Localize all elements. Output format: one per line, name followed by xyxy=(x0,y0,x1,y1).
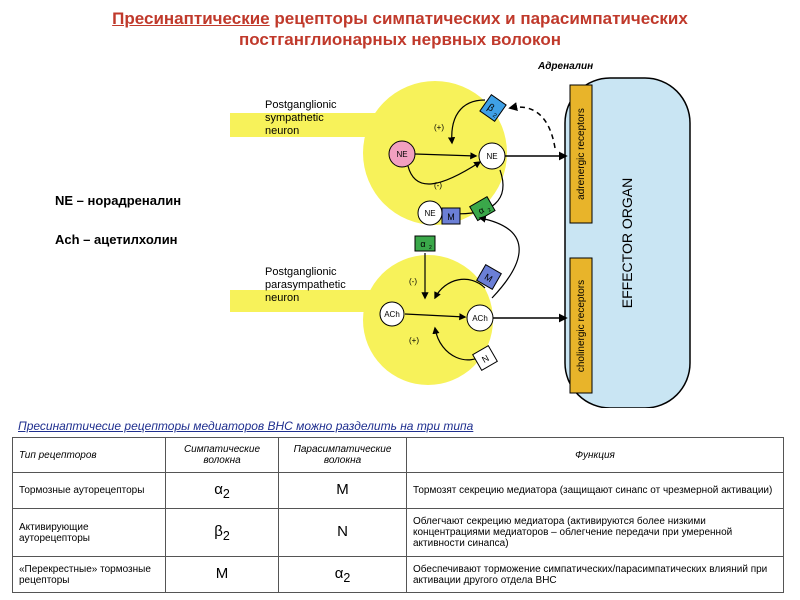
header-type: Тип рецепторов xyxy=(12,437,166,473)
ach-vesicle-label: ACh xyxy=(384,310,400,319)
legend-ne: NE – норадреналин xyxy=(55,193,182,208)
sympathetic-neuron xyxy=(363,81,507,225)
row-para: M xyxy=(278,472,407,509)
para-neuron-label-2: parasympathetic xyxy=(265,279,346,291)
svg-text:N: N xyxy=(480,353,491,365)
table-row: «Перекрестные» тормозные рецепторы M α2 … xyxy=(12,556,784,593)
beta2-receptor: β 2 xyxy=(479,93,507,123)
n-receptor-para: N xyxy=(472,345,498,371)
row-type: Тормозные ауторецепторы xyxy=(12,472,166,509)
plus-sign-sym: (+) xyxy=(434,123,444,132)
header-function: Функция xyxy=(406,437,784,473)
sym-neuron-label-1: Postganglionic xyxy=(265,99,337,111)
table-row: Тормозные ауторецепторы α2 M Тормозят се… xyxy=(12,472,784,509)
table-header-row: Тип рецепторов Симпатические волокна Пар… xyxy=(12,437,784,473)
ne-cross-label: NE xyxy=(424,209,435,218)
ach-release-label: ACh xyxy=(472,314,488,323)
title-underlined: Пресинаптические xyxy=(112,9,270,28)
title-line2: постганглионарных нервных волокон xyxy=(239,30,561,49)
parasympathetic-axon xyxy=(230,290,385,312)
row-type: Активирующие ауторецепторы xyxy=(12,508,166,557)
cholinergic-receptors-strip xyxy=(569,257,593,394)
ach-vesicle xyxy=(379,301,405,327)
page-title: Пресинаптические рецепторы симпатических… xyxy=(0,8,800,50)
row-function: Облегчают секрецию медиатора (активируют… xyxy=(406,508,784,557)
svg-text:2: 2 xyxy=(487,207,493,214)
legend-ach: Ach – ацетилхолин xyxy=(55,232,178,247)
effector-organ-label: EFFECTOR ORGAN xyxy=(619,178,635,308)
minus-sign-sym: (-) xyxy=(434,181,442,190)
svg-text:β: β xyxy=(485,102,496,114)
svg-text:α: α xyxy=(420,239,425,249)
adrenalin-label: Адреналин xyxy=(537,61,593,72)
sym-neuron-label-3: neuron xyxy=(265,125,299,137)
alpha2-receptor-sym: α 2 xyxy=(469,196,496,222)
svg-text:2: 2 xyxy=(429,245,432,251)
table-row: Активирующие ауторецепторы β2 N Облегчаю… xyxy=(12,508,784,557)
minus-sign-para: (-) xyxy=(409,277,417,286)
m-receptor-para: M xyxy=(476,264,502,290)
ne-vesicle-label: NE xyxy=(396,150,407,159)
cholinergic-label: cholinergic receptors xyxy=(576,280,587,372)
alpha2-receptor-para xyxy=(414,235,436,252)
m-receptor-sym xyxy=(441,207,461,225)
title-line1: рецепторы симпатических и парасимпатичес… xyxy=(269,9,688,28)
table-caption: Пресинаптичесие рецепторы медиаторов ВНС… xyxy=(18,419,474,433)
sympathetic-axon xyxy=(230,113,390,137)
receptor-table: Тип рецепторов Симпатические волокна Пар… xyxy=(12,437,784,593)
synapse-diagram: EFFECTOR ORGAN adrenergic receptors chol… xyxy=(230,61,691,408)
svg-text:M: M xyxy=(483,272,494,284)
parasympathetic-neuron xyxy=(363,255,493,385)
svg-text:α: α xyxy=(476,205,486,216)
ne-release-label: NE xyxy=(486,152,497,161)
row-symp: M xyxy=(165,556,279,593)
header-symp: Симпатические волокна xyxy=(165,437,279,473)
row-function: Обеспечивают торможение симпатических/па… xyxy=(406,556,784,593)
sym-neuron-label-2: sympathetic xyxy=(265,112,324,124)
para-neuron-label-1: Postganglionic xyxy=(265,266,337,278)
row-symp: α2 xyxy=(165,472,279,509)
row-symp: β2 xyxy=(165,508,279,557)
row-type: «Перекрестные» тормозные рецепторы xyxy=(12,556,166,593)
adrenergic-label: adrenergic receptors xyxy=(576,108,587,200)
plus-sign-para: (+) xyxy=(409,336,419,345)
row-para: N xyxy=(278,508,407,557)
m-receptor-sym-label: M xyxy=(447,212,455,222)
row-para: α2 xyxy=(278,556,407,593)
svg-text:2: 2 xyxy=(491,113,498,120)
adrenalin-arrow xyxy=(508,102,556,149)
header-para: Парасимпатические волокна xyxy=(278,437,407,473)
row-function: Тормозят секрецию медиатора (защищают си… xyxy=(406,472,784,509)
effector-organ xyxy=(564,77,691,408)
para-neuron-label-3: neuron xyxy=(265,292,299,304)
adrenergic-receptors-strip xyxy=(569,84,593,224)
